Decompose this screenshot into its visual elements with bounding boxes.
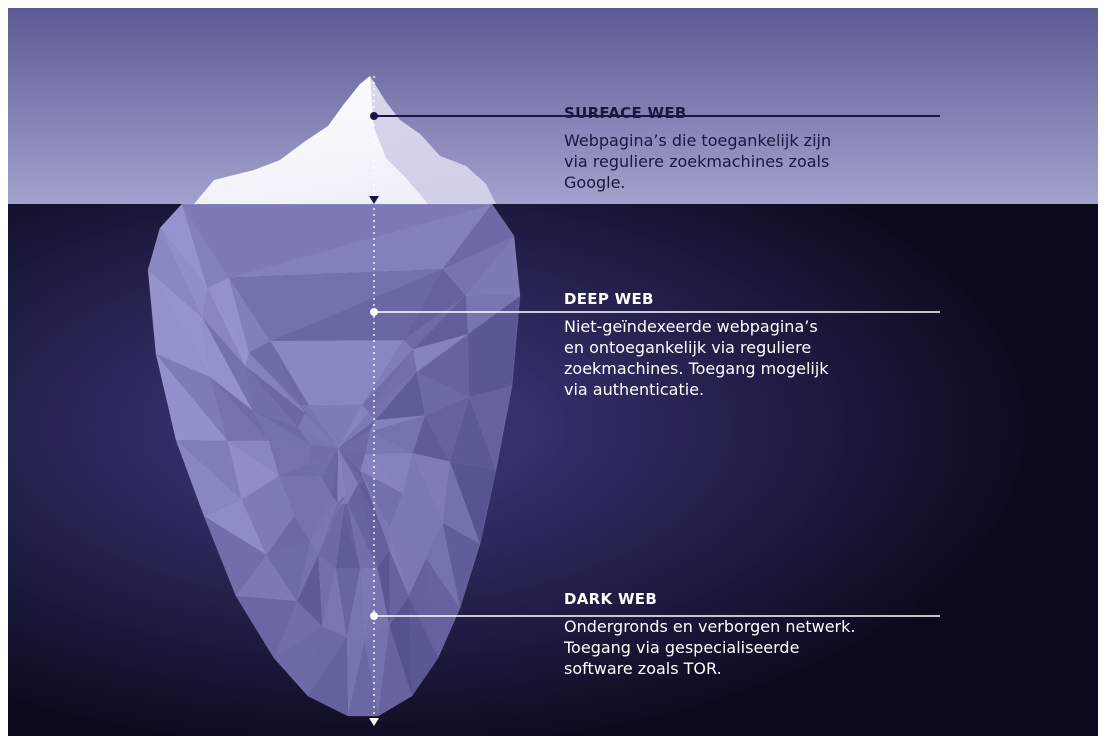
depth-arrow-bottom	[369, 718, 379, 726]
iceberg-facet	[347, 503, 378, 569]
iceberg-tip-shade	[370, 76, 496, 204]
iceberg-facet	[294, 495, 333, 542]
deep-leader-dot	[370, 308, 378, 316]
surface-leader-dot	[370, 112, 378, 120]
iceberg-facet	[357, 482, 390, 551]
iceberg-facet	[359, 470, 404, 529]
iceberg-facet	[337, 447, 346, 504]
iceberg-facet	[147, 269, 211, 377]
iceberg-facet	[335, 567, 361, 638]
iceberg-facet	[240, 475, 295, 517]
dark-web-label: DARK WEB Ondergronds en verborgen netwer…	[564, 590, 954, 679]
iceberg-infographic: SURFACE WEB Webpagina’s die toegankelijk…	[8, 8, 1098, 736]
deep-web-title: DEEP WEB	[564, 290, 654, 308]
iceberg-facet	[347, 641, 379, 717]
iceberg-tip	[194, 76, 496, 204]
dark-web-description: Ondergronds en verborgen netwerk. Toegan…	[564, 617, 856, 678]
iceberg-facet	[228, 203, 493, 278]
iceberg-facet	[403, 268, 467, 341]
depth-arrow-surface	[369, 196, 379, 204]
iceberg-facet	[209, 376, 270, 442]
iceberg-facet	[159, 227, 208, 319]
iceberg-facet	[412, 294, 469, 350]
iceberg-facet	[346, 568, 365, 642]
iceberg-scene	[8, 8, 1098, 736]
iceberg-facet	[416, 333, 470, 398]
iceberg-facet	[226, 440, 280, 477]
iceberg-facet	[268, 440, 312, 466]
surface-web-description: Webpagina’s die toegankelijk zijn via re…	[564, 131, 832, 192]
iceberg-facet	[299, 404, 339, 449]
iceberg-facet	[228, 277, 271, 354]
iceberg-underwater-facets	[147, 203, 521, 717]
iceberg-facet	[251, 409, 312, 446]
iceberg-facet	[321, 567, 348, 638]
iceberg-facet	[424, 396, 470, 463]
iceberg-facet	[265, 515, 311, 556]
iceberg-facet	[309, 502, 338, 556]
iceberg-facet	[273, 625, 323, 697]
iceberg-facet	[175, 439, 243, 517]
iceberg-facet	[442, 203, 515, 270]
iceberg-facet	[278, 475, 322, 517]
iceberg-facet	[307, 636, 349, 717]
iceberg-facet	[307, 447, 339, 477]
deep-web-label: DEEP WEB Niet-geïndexeerde webpagina’s e…	[564, 290, 954, 400]
iceberg-facet	[244, 364, 299, 429]
surface-web-label: SURFACE WEB Webpagina’s die toegankelijk…	[564, 104, 954, 193]
surface-web-title: SURFACE WEB	[564, 104, 687, 122]
dark-web-title: DARK WEB	[564, 590, 658, 608]
iceberg-facet	[300, 405, 339, 449]
dark-leader-dot	[370, 612, 378, 620]
iceberg-facet	[331, 447, 339, 504]
iceberg-underwater	[147, 203, 521, 717]
iceberg-facet	[377, 625, 413, 717]
iceberg-facet	[468, 385, 513, 472]
deep-web-description: Niet-geïndexeerde webpagina’s en ontoega…	[564, 317, 829, 399]
iceberg-facet	[181, 203, 230, 289]
iceberg-facet	[297, 412, 339, 449]
iceberg-facet	[244, 351, 306, 414]
iceberg-facet	[147, 227, 203, 318]
iceberg-facet	[464, 235, 521, 297]
iceberg-facet	[159, 203, 208, 289]
sky-band	[8, 8, 1098, 204]
iceberg-facet	[297, 427, 339, 449]
